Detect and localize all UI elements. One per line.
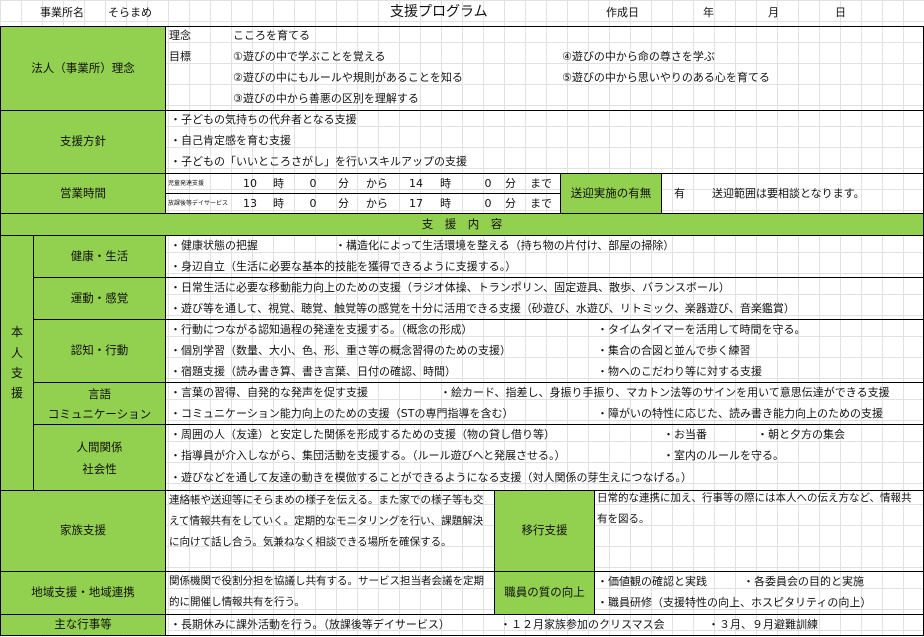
ji-1a: 時 [273,177,284,190]
date-label: 作成日 [606,6,639,19]
language-2a: ・コミュニケーション能力向上のための支援（STの専門指導を含む） [170,407,514,420]
family-text: 連絡帳や送迎等にそらまめの様子を伝える。また家での様子等も交えて情報共有をしてい… [169,494,484,548]
staff-item-3: ・職員研修（支援特性の向上、ホスピタリティの向上） [597,596,872,609]
cognition-2a: ・個別学習（数量、大小、色、形、重さ等の概念習得のための支援） [170,344,511,357]
end-min-1: 0 [484,177,492,190]
cognition-1a: ・行動につながる認知過程の発達を支援する。（概念の形成） [170,323,473,336]
end-min-2: 0 [484,197,492,210]
social-2a: ・指導員が介入しながら、集団活動を支援する。（ルール遊びへと発展させる。） [170,449,566,462]
rinen-label: 理念 [169,29,191,42]
mokuhyo-label: 目標 [169,50,191,63]
transition-text: 日常的な連携に加え、行事等の際には本人への伝え方など、情報共有を図る。 [597,492,912,525]
start-min-2: 0 [309,197,317,210]
cognition-3a: ・宿題支援（読み書き算、書き言葉、日付の確認、時間） [170,365,456,378]
fun-1a: 分 [338,177,349,190]
hours-divider [165,193,561,194]
social-1b: ・お当番 [663,428,707,441]
fun-1b: 分 [505,177,516,190]
community-text: 関係機関で役割分担を協議し共有する。サービス担当者会議を定期的に開催し情報共有を… [169,575,484,608]
support-header: 支 援 内 容 [0,213,924,236]
hours-service-1: 児童発達支援 [168,180,205,187]
goal-4: ④遊びの中から命の尊さを学ぶ [562,50,715,63]
end-hour-2: 17 [409,197,423,210]
community-label: 地域支援・地域連携 [0,571,166,615]
start-min-1: 0 [309,177,317,190]
row-label-motor: 運動・感覚 [33,277,166,320]
event-item-3: ・３月、９月避難訓練 [708,618,818,631]
goal-3: ③遊びの中から善悪の区別を理解する [233,92,419,105]
row-label-language: 言語 コミュニケーション [33,382,166,425]
fun-2b: 分 [505,197,516,210]
policy-label: 支援方針 [0,110,166,174]
social-1c: ・朝と夕方の集会 [757,428,845,441]
goal-2: ②遊びの中にもルールや規則があることを知る [233,71,463,84]
health-1a: ・健康状態の把握 [170,239,258,252]
month-label: 月 [768,6,779,19]
cognition-2b: ・集合の合図と並んで歩く練習 [597,344,751,357]
cognition-1b: ・タイムタイマーを活用して時間を守る。 [597,323,806,336]
philosophy-label: 法人（事業所）理念 [0,26,166,111]
health-1b: ・構造化によって生活環境を整える（持ち物の片付け、部屋の掃除） [335,239,675,252]
kara-2: から [366,197,388,210]
office-name: そらまめ [108,6,152,19]
language-1a: ・言葉の習得、自発的な発声を促す支援 [170,386,368,399]
end-hour-1: 14 [409,177,423,190]
family-label: 家族支援 [0,490,166,572]
transport-note: 送迎範囲は要相談となります。 [712,187,865,200]
staff-label: 職員の質の向上 [494,571,595,615]
row-label-cognition: 認知・行動 [33,319,166,383]
transport-value: 有 [674,187,685,200]
motor-2: ・遊び等を通して、視覚、聴覚、触覚等の感覚を十分に活用できる支援（砂遊び、水遊び… [170,302,795,315]
goal-5: ⑤遊びの中から思いやりのある心を育てる [562,71,770,84]
rinen-text: こころを育てる [233,29,310,42]
start-hour-2: 13 [243,197,257,210]
events-label: 主な行事等 [0,614,166,636]
ji-1b: 時 [440,177,451,190]
fun-2a: 分 [338,197,349,210]
office-label: 事業所名 [40,6,84,19]
language-1b: ・絵カード、指差し、身振り手振り、マカトン法等のサインを用いて意思伝達ができる支… [440,386,890,399]
page-title: 支援プログラム [390,4,488,20]
language-2b: ・障がいの特性に応じた、読み書き能力向上のための支援 [597,407,883,420]
health-2: ・身辺自立（生活に必要な基本的技能を獲得できるように支援する。） [170,260,517,273]
hours-label: 営業時間 [0,173,166,214]
transport-label: 送迎実施の有無 [560,173,662,214]
row-label-health: 健康・生活 [33,235,166,278]
staff-item-2: ・各委員会の目的と実施 [743,575,864,588]
hours-service-2: 放課後等デイサービス [168,200,229,207]
social-2b: ・室内のルールを守る。 [663,449,784,462]
day-label: 日 [835,6,846,19]
year-label: 年 [703,6,714,19]
cognition-3b: ・物へのこだわり等に対する支援 [597,365,762,378]
event-item-1: ・長期休みに課外活動を行う。（放課後等デイサービス） [170,618,450,631]
kara-1: から [366,177,388,190]
motor-1: ・日常生活に必要な移動能力向上のための支援（ラジオ体操、トランポリン、固定遊具、… [170,281,730,294]
made-2: まで [530,197,552,210]
transition-label: 移行支援 [494,490,595,572]
event-item-2: ・１２月家族参加のクリスマス会 [500,618,665,631]
social-1a: ・周囲の人（友達）と安定した関係を形成するための支援（物の貸し借り等） [170,428,555,441]
start-hour-1: 10 [243,177,257,190]
row-label-social: 人間関係 社会性 [33,424,166,491]
ji-2b: 時 [440,197,451,210]
social-3: ・遊びなどを通して友達の動きを模倣することができるようになる支援（対人関係の芽生… [170,471,692,484]
policy-item-1: ・子どもの気持ちの代弁者となる支援 [170,113,357,126]
staff-item-1: ・価値観の確認と実践 [597,575,707,588]
ji-2a: 時 [273,197,284,210]
made-1: まで [530,177,552,190]
honin-label: 本人支援 [0,235,34,491]
policy-item-2: ・自己肯定感を育む支援 [170,134,291,147]
goal-1: ①遊びの中で学ぶことを覚える [233,50,386,63]
policy-item-3: ・子どもの「いいところさがし」を行いスキルアップの支援 [170,155,467,168]
